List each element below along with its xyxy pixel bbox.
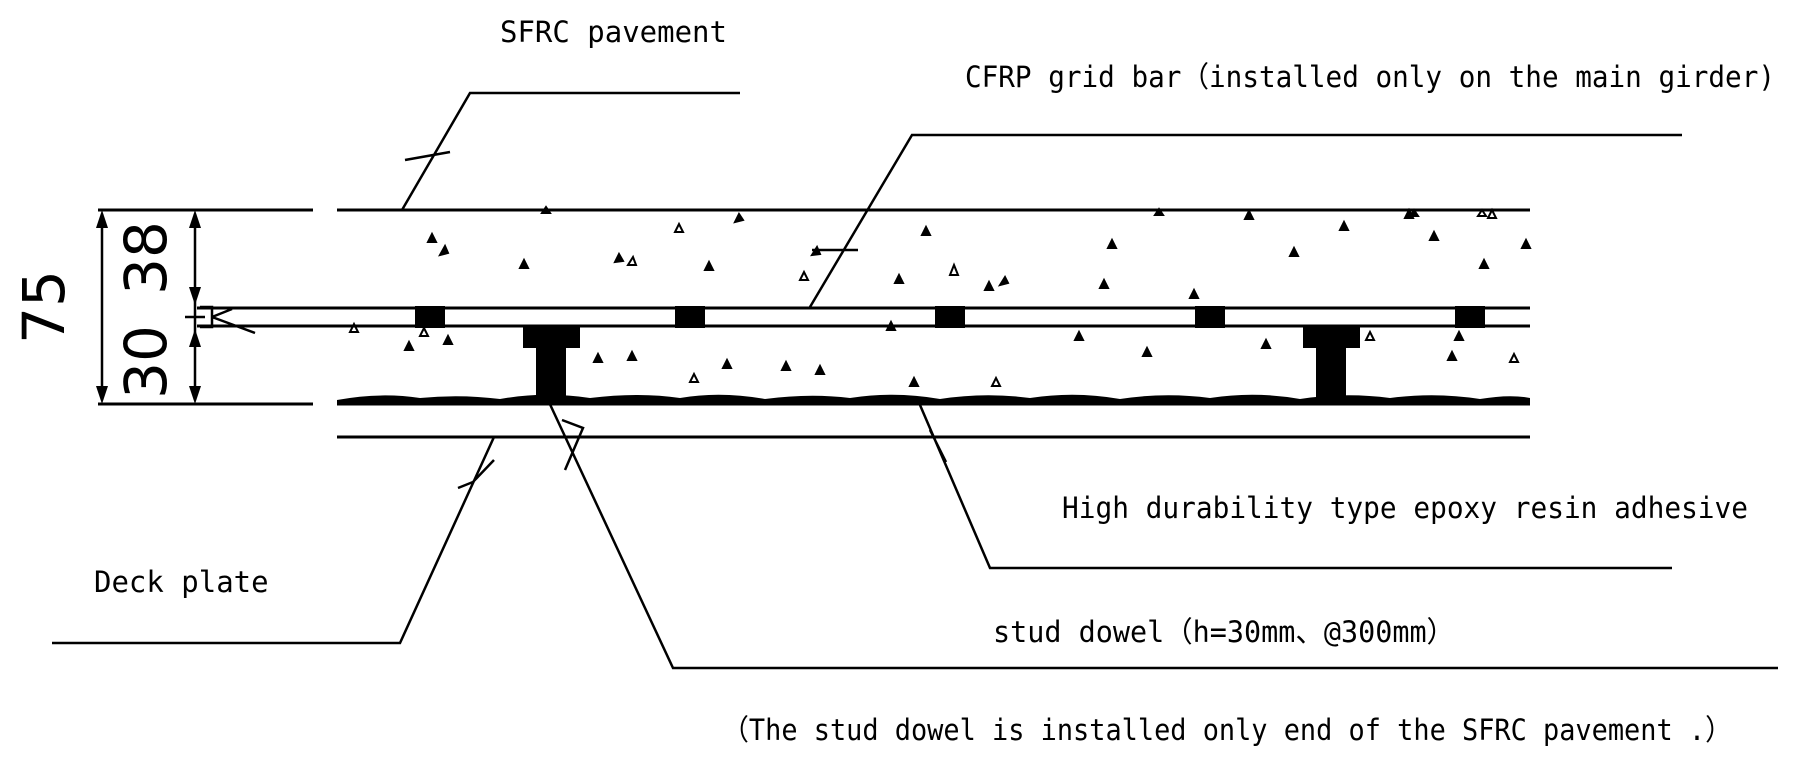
leader-deck-plate <box>52 436 496 645</box>
label-epoxy-adhesive: High durability type epoxy resin adhesiv… <box>1062 491 1748 525</box>
cfrp-thickness-leader <box>200 305 256 335</box>
cfrp-grid-bar <box>675 306 705 328</box>
leader-lines <box>52 91 1778 670</box>
label-stud-note: （The stud dowel is installed only end of… <box>722 713 1732 747</box>
cfrp-grid-bar <box>1455 306 1485 328</box>
leader-cfrp-grid-bar <box>808 133 1682 308</box>
dim-upper-38: 38 <box>112 221 180 295</box>
cfrp-grid-bar <box>935 306 965 328</box>
epoxy-adhesive-layer <box>337 394 1530 404</box>
label-stud-dowel: stud dowel（h=30mm、@300mm） <box>993 615 1455 649</box>
cfrp-grid-bar <box>1195 306 1225 328</box>
leader-sfrc-pavement <box>400 91 740 211</box>
dimension-lines <box>100 214 256 400</box>
stud-dowel-right <box>1303 326 1360 402</box>
dimension-arrowheads <box>96 210 201 404</box>
dim-total-75: 75 <box>10 270 78 344</box>
leader-epoxy-adhesive <box>918 404 1672 570</box>
stud-dowel-left <box>523 326 580 402</box>
sfrc-aggregate-texture <box>348 205 1532 387</box>
dim-lower-30: 30 <box>112 325 180 399</box>
label-deck-plate: Deck plate <box>94 565 269 599</box>
cfrp-grid-bars <box>415 306 1485 328</box>
label-sfrc-pavement: SFRC pavement <box>500 15 727 49</box>
leader-stud-dowel <box>546 399 1778 670</box>
label-cfrp-grid-bar: CFRP grid bar（installed only on the main… <box>965 60 1775 94</box>
cfrp-grid-bar <box>415 306 445 328</box>
